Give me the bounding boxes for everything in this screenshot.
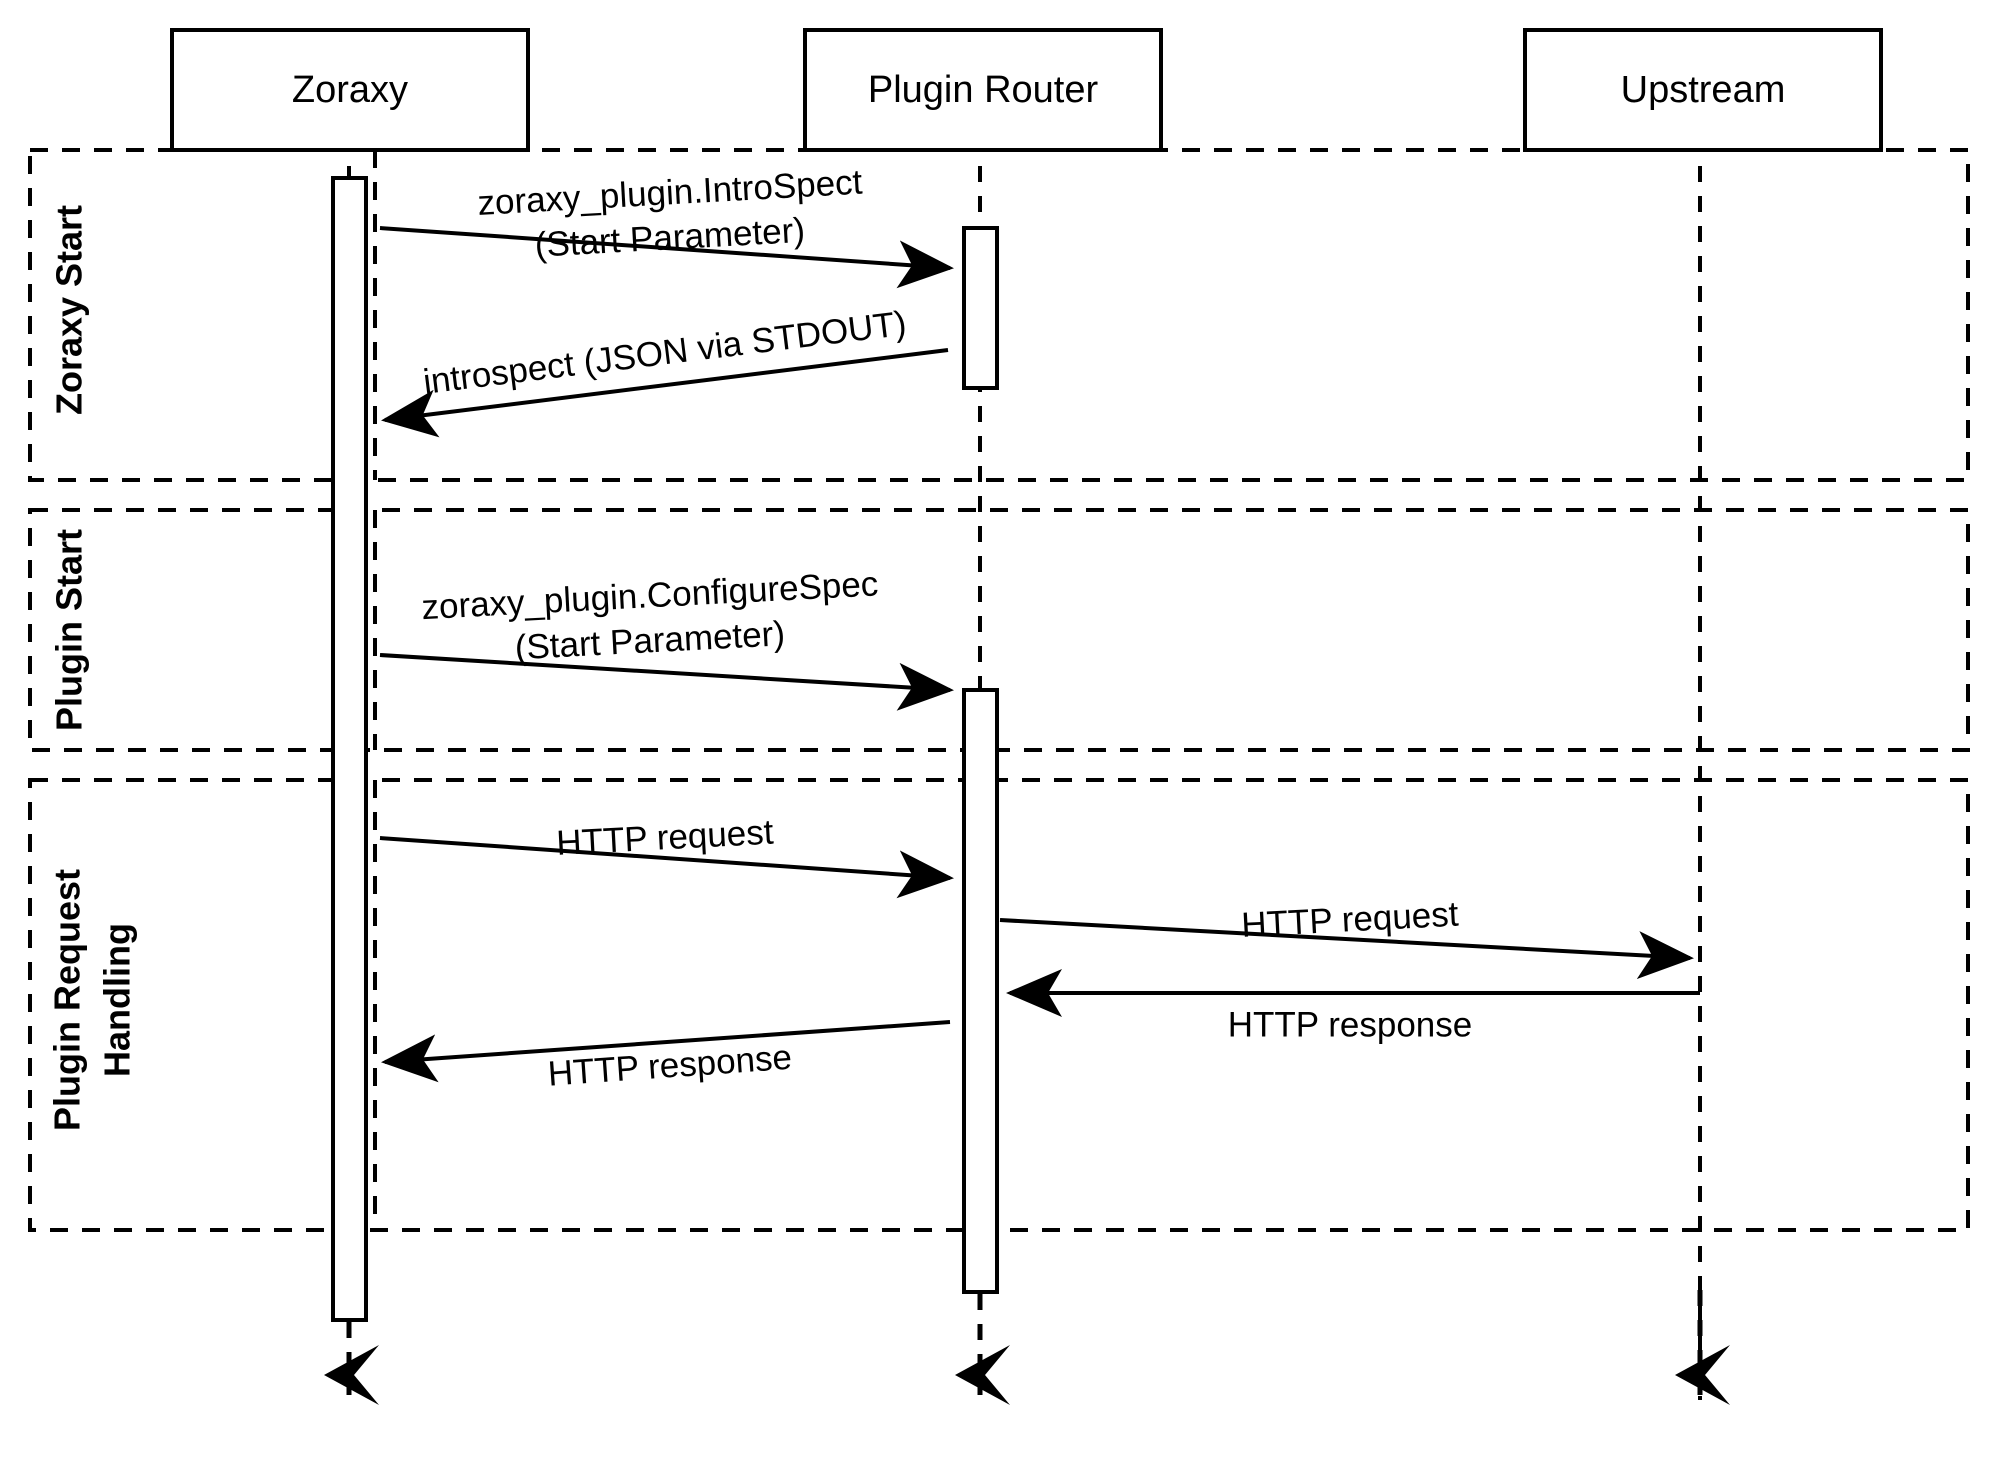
participant-zoraxy[interactable]: Zoraxy [170, 28, 530, 152]
message-arrow-http-request-to-upstream [999, 918, 1694, 980]
message-http-request-to-router: HTTP request [379, 813, 954, 899]
fragment-labels-group: Zoraxy Start Plugin Start Plugin Request… [47, 205, 138, 1131]
message-arrow-http-request-to-router [379, 836, 954, 899]
activation-bar-plugin-router-introspect [962, 226, 999, 390]
participant-plugin-router[interactable]: Plugin Router [803, 28, 1163, 152]
message-label-introspect-call-line1: zoraxy_plugin.IntroSpect [476, 163, 863, 223]
message-arrow-introspect-call [379, 226, 954, 289]
message-http-response-to-zoraxy: HTTP response [381, 1020, 951, 1094]
participant-box-zoraxy[interactable] [170, 28, 530, 152]
message-label-http-response-from-upstream: HTTP response [1228, 1005, 1472, 1044]
message-arrow-http-response-to-zoraxy [381, 1020, 951, 1083]
lifelines-group [347, 136, 1702, 1400]
fragment-label-zoraxy-start: Zoraxy Start [49, 205, 90, 415]
message-arrow-configurespec-call [379, 653, 954, 711]
participant-box-plugin-router[interactable] [803, 28, 1163, 152]
fragment-label-plugin-start: Plugin Start [49, 529, 90, 731]
message-http-response-from-upstream: HTTP response [1006, 969, 1700, 1044]
lifeline-end-arrows-group [324, 1290, 1730, 1405]
message-introspect-call: zoraxy_plugin.IntroSpect (Start Paramete… [379, 163, 954, 289]
participant-label-zoraxy: Zoraxy [292, 69, 408, 111]
activation-bar-plugin-router-runtime [962, 688, 999, 1294]
message-configurespec-call: zoraxy_plugin.ConfigureSpec (Start Param… [379, 564, 954, 711]
fragment-label-prh-line2: Handling [97, 923, 138, 1077]
participant-label-upstream: Upstream [1621, 69, 1786, 111]
fragment-label-plugin-request-handling: Plugin Request Handling [47, 869, 138, 1131]
participant-upstream[interactable]: Upstream [1523, 28, 1883, 152]
message-label-http-request-to-router: HTTP request [555, 813, 774, 863]
message-label-http-request-to-upstream: HTTP request [1240, 895, 1459, 945]
fragment-label-prh-line1: Plugin Request [47, 869, 88, 1131]
message-label-configurespec-call-line2: (Start Parameter) [514, 614, 786, 667]
participant-label-plugin-router: Plugin Router [868, 69, 1099, 111]
participant-box-upstream[interactable] [1523, 28, 1883, 152]
message-arrow-introspect-return [381, 348, 949, 438]
activations-group [331, 176, 999, 1322]
message-http-request-to-upstream: HTTP request [999, 895, 1694, 980]
activation-bar-zoraxy [331, 176, 368, 1322]
message-introspect-return: introspect (JSON via STDOUT) [381, 304, 949, 438]
message-label-configurespec-call-line1: zoraxy_plugin.ConfigureSpec [421, 564, 880, 627]
